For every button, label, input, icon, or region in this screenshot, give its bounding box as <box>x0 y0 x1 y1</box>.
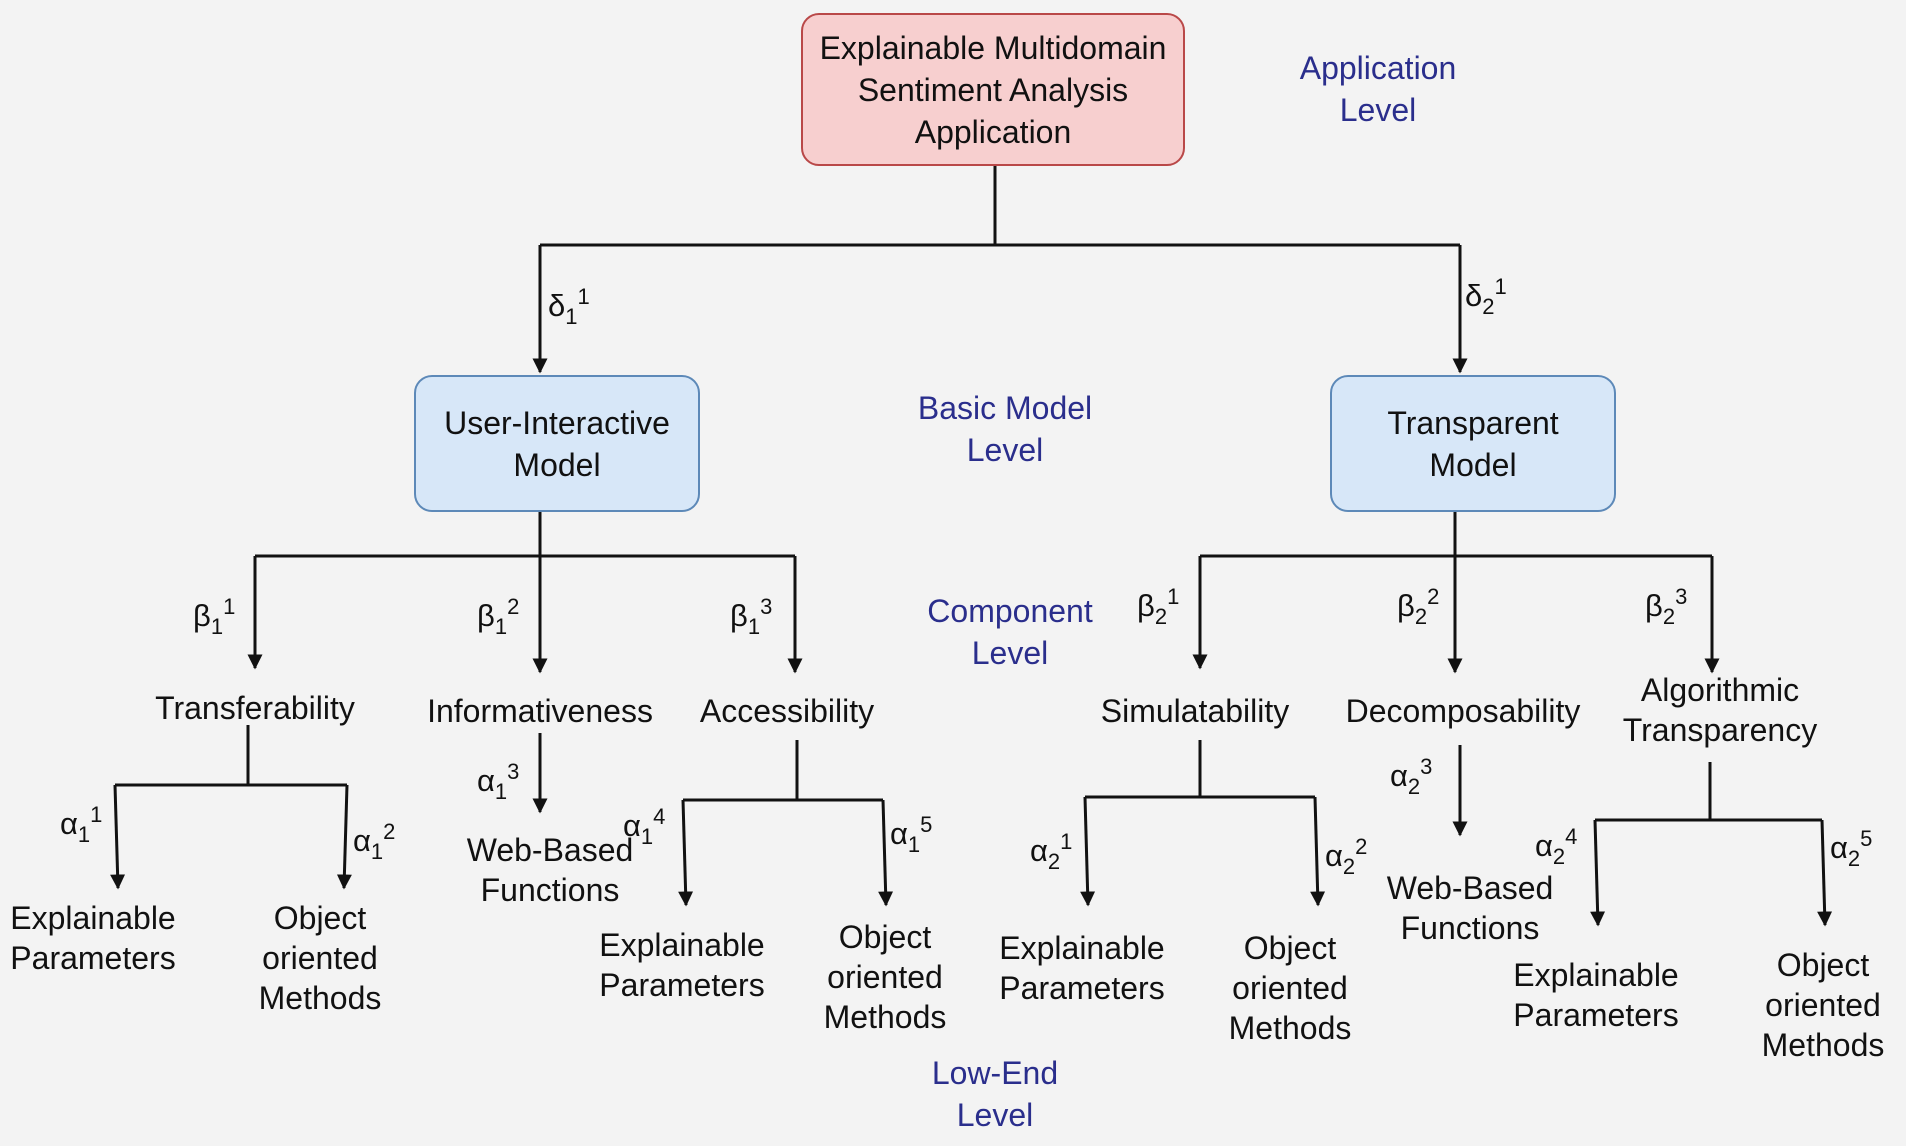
edge-label-beta-2-2: β22 <box>1397 584 1440 629</box>
edge-alpha-1-1 <box>110 784 126 890</box>
informativeness-node: Informativeness <box>427 693 653 729</box>
edge-label-alpha-2-2: α22 <box>1325 834 1368 879</box>
edge-alpha-2-1 <box>1080 796 1096 907</box>
transparent-model-node: Transparent Model <box>1330 375 1616 512</box>
decomposability-node: Decomposability <box>1345 693 1581 729</box>
transparent-line-1: Transparent <box>1387 404 1559 441</box>
edge-label-beta-1-1: β11 <box>193 594 236 639</box>
edge-label-alpha-2-5: α25 <box>1830 826 1873 871</box>
edge-label-delta-1-1: δ11 <box>548 284 590 329</box>
edge-label-alpha-2-1: α21 <box>1030 829 1073 874</box>
edge-alpha-2-4 <box>1590 819 1606 927</box>
root-node: Explainable Multidomain Sentiment Analys… <box>801 13 1185 166</box>
edge-label-alpha-1-3: α13 <box>477 759 520 804</box>
edge-label-beta-2-3: β23 <box>1645 584 1688 629</box>
edge-label-beta-1-2: β12 <box>477 594 520 639</box>
edge-alpha-1-2 <box>336 784 352 890</box>
edge-label-alpha-1-5: α15 <box>890 812 933 857</box>
edge-label-alpha-1-4: α14 <box>623 804 666 849</box>
transferability-node: Transferability <box>155 690 355 726</box>
user-interactive-line-1: User-Interactive <box>444 404 670 441</box>
edge-label-alpha-1-1: α11 <box>60 802 103 847</box>
edge-alpha-2-5 <box>1817 819 1833 927</box>
edge-label-alpha-1-2: α12 <box>353 819 396 864</box>
transparent-line-2: Model <box>1429 446 1517 483</box>
edge-label-beta-1-3: β13 <box>730 594 773 639</box>
edge-label-alpha-2-3: α23 <box>1390 754 1433 799</box>
user-interactive-line-2: Model <box>513 446 601 483</box>
edge-label-alpha-2-4: α24 <box>1535 824 1578 869</box>
edge-alpha-1-4 <box>678 799 694 907</box>
edge-label-delta-2-1: δ21 <box>1465 274 1507 319</box>
edge-alpha-2-2 <box>1310 796 1326 907</box>
root-line-3: Application <box>914 113 1072 150</box>
accessibility-node: Accessibility <box>699 693 875 729</box>
algorithmic-transparency-node: Algorithmic Transparency <box>1622 672 1818 748</box>
edge-alpha-1-5 <box>878 799 894 907</box>
edge-label-beta-2-1: β21 <box>1137 584 1180 629</box>
user-interactive-model-node: User-Interactive Model <box>414 375 700 512</box>
root-line-2: Sentiment Analysis <box>857 71 1129 108</box>
simulatability-node: Simulatability <box>1100 693 1290 729</box>
root-line-1: Explainable Multidomain <box>819 29 1167 66</box>
